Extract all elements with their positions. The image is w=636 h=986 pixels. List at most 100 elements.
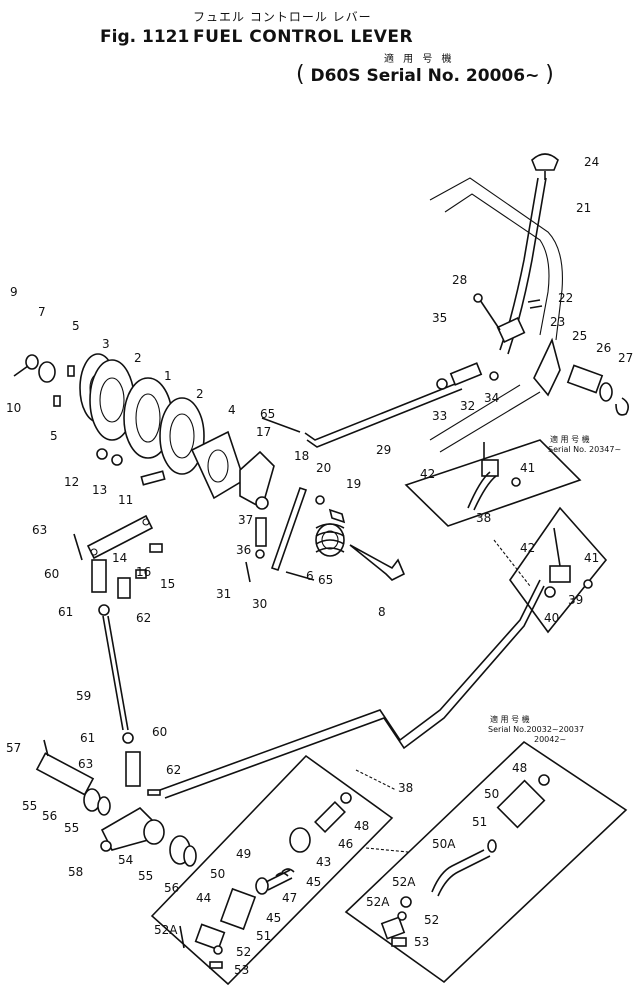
callout-50b: 50 <box>484 787 499 801</box>
callout-64b: 62 <box>166 763 181 777</box>
callout-63b: 61 <box>80 731 95 745</box>
pivot-bracket <box>533 337 630 416</box>
callout-8: 8 <box>378 605 386 619</box>
inset-box-lower-center <box>150 754 394 986</box>
serial-notes: 適 用 号 機 Serial No. 20347~ 適 用 号 機 Serial… <box>488 434 621 744</box>
inset-box-right <box>509 506 608 634</box>
callout-58a: 56 <box>42 809 57 823</box>
rod-29 <box>304 362 499 448</box>
callout-11: 11 <box>118 493 133 507</box>
callout-55: 55 <box>22 799 37 813</box>
inset-box-serial-20032 <box>344 740 628 984</box>
callout-50A: 50A <box>432 837 456 851</box>
callout-54b: 52A <box>366 895 390 909</box>
callout-53a: 53 <box>234 963 249 977</box>
callout-37: 37 <box>238 513 253 527</box>
callout-23: 23 <box>550 315 565 329</box>
callout-64a: 62 <box>136 611 151 625</box>
close-paren: ) <box>545 62 554 87</box>
callout-32: 32 <box>460 399 475 413</box>
note2-serial-b: 20042~ <box>534 735 566 744</box>
callout-2a: 2 <box>134 351 142 365</box>
callout-27: 27 <box>618 351 633 365</box>
callout-14: 14 <box>112 551 127 565</box>
inset-box-serial-20347 <box>404 439 582 527</box>
callout-22: 22 <box>558 291 573 305</box>
callout-36: 36 <box>236 543 251 557</box>
callout-62a: 60 <box>44 567 59 581</box>
callout-45b: 45 <box>266 911 281 925</box>
japanese-title: フュエル コントロール レバー <box>193 10 372 24</box>
figure-title: FUEL CONTROL LEVER <box>193 27 414 47</box>
callout-labels: 9 7 5 3 2 1 2 4 10 5 12 13 11 17 65 18 2… <box>6 155 633 977</box>
callout-25: 25 <box>572 329 587 343</box>
callout-61: 59 <box>76 689 91 703</box>
callout-24: 24 <box>584 155 599 169</box>
callout-19: 19 <box>346 477 361 491</box>
serial-range: ( D60S Serial No. 20006~ ) <box>296 62 554 87</box>
callout-47: 47 <box>282 891 297 905</box>
callout-63a: 61 <box>58 605 73 619</box>
callout-51b: 51 <box>472 815 487 829</box>
callout-35: 35 <box>432 311 447 325</box>
lever-assembly <box>473 153 559 355</box>
callout-51a: 51 <box>256 929 271 943</box>
callout-13: 13 <box>92 483 107 497</box>
callout-28: 28 <box>452 273 467 287</box>
open-paren: ( <box>296 62 305 87</box>
callout-a-top: 65 <box>260 407 275 421</box>
callout-52b: 52 <box>424 913 439 927</box>
callout-40: 40 <box>544 611 559 625</box>
callout-9: 9 <box>10 285 18 299</box>
callout-3: 3 <box>102 337 110 351</box>
rod-61 <box>98 604 134 744</box>
callout-18: 18 <box>294 449 309 463</box>
callout-2b: 2 <box>196 387 204 401</box>
callout-57a: 55 <box>64 821 79 835</box>
callout-12: 12 <box>64 475 79 489</box>
callout-50a: 50 <box>210 867 225 881</box>
callout-43: 43 <box>316 855 331 869</box>
callout-53b: 53 <box>414 935 429 949</box>
callout-a-bottom: 65 <box>318 573 333 587</box>
callout-58b: 56 <box>164 881 179 895</box>
bolt-group-36 <box>245 496 269 583</box>
callout-29: 29 <box>376 443 391 457</box>
callout-38b: 38 <box>398 781 413 795</box>
callout-56: 54 <box>118 853 133 867</box>
callout-41b: 41 <box>584 551 599 565</box>
note1-jp: 適 用 号 機 <box>550 434 590 444</box>
callout-44: 44 <box>196 891 211 905</box>
serial-text: D60S Serial No. 20006~ <box>310 66 540 86</box>
callout-39: 39 <box>568 593 583 607</box>
callout-59: 57 <box>6 741 21 755</box>
upper-link <box>73 514 163 599</box>
callout-20: 20 <box>316 461 331 475</box>
note2-serial: Serial No.20032~20037 <box>488 725 584 734</box>
callout-7: 7 <box>38 305 46 319</box>
callout-42b: 42 <box>520 541 535 555</box>
machine-frame-outline <box>429 177 563 453</box>
callout-42a: 42 <box>420 467 435 481</box>
applicable-models-label: 適 用 号 機 <box>384 54 455 65</box>
callout-52A: 52A <box>392 875 416 889</box>
callout-48a: 48 <box>354 819 369 833</box>
callout-16: 16 <box>136 565 151 579</box>
callout-45a: 45 <box>306 875 321 889</box>
callout-52a: 52 <box>236 945 251 959</box>
callout-62b: 60 <box>152 725 167 739</box>
lower-linkage <box>35 739 197 867</box>
callout-46: 46 <box>338 837 353 851</box>
callout-21: 21 <box>576 201 591 215</box>
callout-31: 31 <box>216 587 231 601</box>
callout-5b: 5 <box>50 429 58 443</box>
callout-30: 30 <box>252 597 267 611</box>
callout-48b: 48 <box>512 761 527 775</box>
callout-6: 6 <box>306 569 314 583</box>
callout-10: 10 <box>6 401 21 415</box>
center-linkage <box>239 417 406 581</box>
note1-serial: Serial No. 20347~ <box>548 445 621 454</box>
callout-60: 58 <box>68 865 83 879</box>
plate-stack <box>13 353 245 500</box>
